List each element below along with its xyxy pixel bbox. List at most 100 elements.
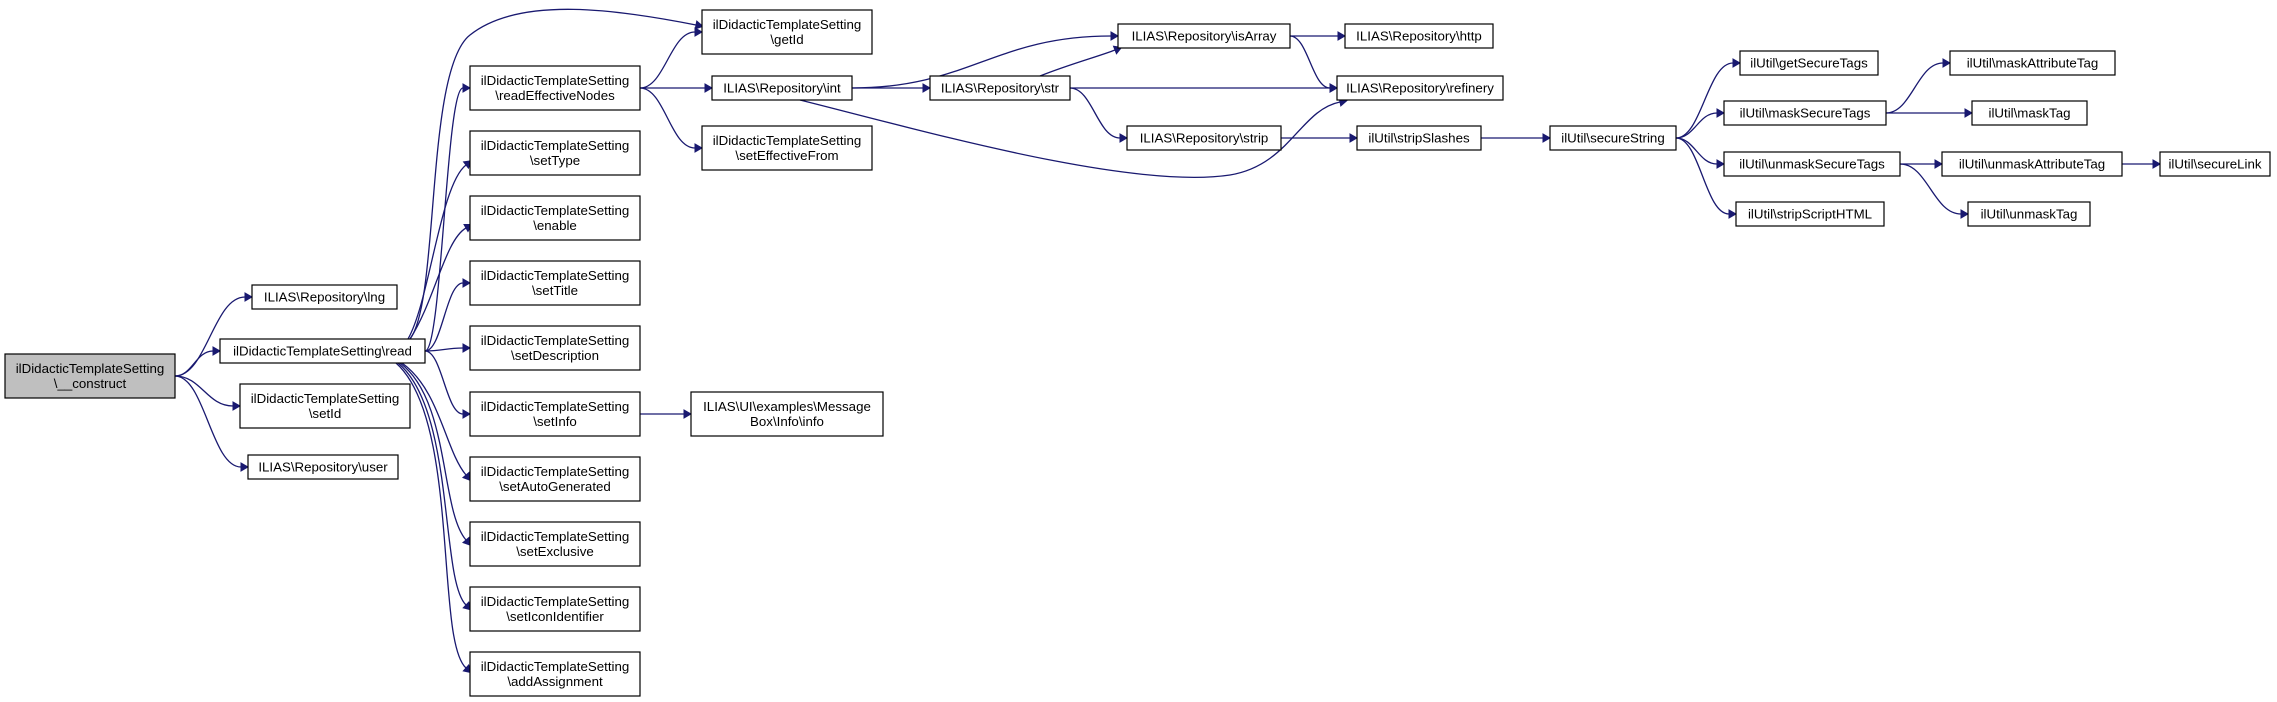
node-label: \setType bbox=[530, 153, 580, 168]
node-unmaskTag[interactable]: ilUtil\unmaskTag bbox=[1967, 201, 2091, 227]
node-label: ilUtil\maskTag bbox=[1988, 106, 2070, 121]
node-label: \__construct bbox=[54, 376, 127, 391]
node-label: ilUtil\unmaskAttributeTag bbox=[1959, 157, 2105, 172]
edge-unmaskSecureTags-to-unmaskTag bbox=[1899, 163, 1970, 219]
node-lng[interactable]: ILIAS\Repository\lng bbox=[251, 284, 398, 310]
arrowhead-icon bbox=[694, 27, 704, 37]
node-box bbox=[1549, 125, 1677, 151]
edge-line bbox=[1899, 163, 1962, 215]
node-setType[interactable]: ilDidacticTemplateSetting\setType bbox=[469, 130, 641, 176]
node-getSecureTags[interactable]: ilUtil\getSecureTags bbox=[1739, 50, 1879, 76]
edges-layer bbox=[174, 8, 2162, 674]
node-setIconIdentifier[interactable]: ilDidacticTemplateSetting\setIconIdentif… bbox=[469, 586, 641, 632]
arrowhead-icon bbox=[240, 462, 250, 472]
edge-line bbox=[174, 350, 214, 377]
edge-line bbox=[424, 350, 464, 415]
arrowhead-icon bbox=[462, 83, 472, 93]
node-isArray[interactable]: ILIAS\Repository\isArray bbox=[1117, 23, 1291, 49]
node-label: ilUtil\unmaskTag bbox=[1981, 207, 2078, 222]
node-label: ilDidacticTemplateSetting bbox=[481, 203, 630, 218]
edge-line bbox=[851, 35, 1112, 89]
node-box bbox=[469, 260, 641, 306]
node-enable[interactable]: ilDidacticTemplateSetting\enable bbox=[469, 195, 641, 241]
node-unmaskAttributeTag[interactable]: ilUtil\unmaskAttributeTag bbox=[1941, 151, 2123, 177]
node-setEffectiveFrom[interactable]: ilDidacticTemplateSetting\setEffectiveFr… bbox=[701, 125, 873, 171]
node-box bbox=[929, 75, 1071, 101]
node-user[interactable]: ILIAS\Repository\user bbox=[247, 454, 399, 480]
arrowhead-icon bbox=[694, 143, 704, 153]
node-secureString[interactable]: ilUtil\secureString bbox=[1549, 125, 1677, 151]
node-label: ilDidacticTemplateSetting bbox=[251, 391, 400, 406]
node-setAutoGenerated[interactable]: ilDidacticTemplateSetting\setAutoGenerat… bbox=[469, 456, 641, 502]
edge-secureString-to-maskSecureTags bbox=[1675, 108, 1726, 139]
edge-line bbox=[424, 347, 464, 352]
node-maskTag[interactable]: ilUtil\maskTag bbox=[1971, 100, 2088, 126]
node-box bbox=[1356, 125, 1482, 151]
node-stripSlashes[interactable]: ilUtil\stripSlashes bbox=[1356, 125, 1482, 151]
arrowhead-icon bbox=[1110, 31, 1120, 41]
edge-setInfo-to-msgInfo bbox=[639, 409, 693, 419]
node-repoInt[interactable]: ILIAS\Repository\int bbox=[711, 75, 853, 101]
node-label: \getId bbox=[770, 32, 803, 47]
node-strip[interactable]: ILIAS\Repository\strip bbox=[1126, 125, 1282, 151]
node-unmaskSecureTags[interactable]: ilUtil\unmaskSecureTags bbox=[1723, 151, 1901, 177]
arrowhead-icon bbox=[244, 292, 254, 302]
node-readEffectiveNodes[interactable]: ilDidacticTemplateSetting\readEffectiveN… bbox=[469, 65, 641, 111]
arrowhead-icon bbox=[2152, 159, 2162, 169]
node-maskSecureTags[interactable]: ilUtil\maskSecureTags bbox=[1723, 100, 1887, 126]
node-label: ilDidacticTemplateSetting bbox=[481, 333, 630, 348]
edge-construct-to-setId bbox=[174, 375, 242, 411]
node-box bbox=[219, 338, 426, 364]
arrowhead-icon bbox=[462, 278, 472, 288]
node-label: ILIAS\Repository\user bbox=[258, 460, 388, 475]
edge-read-to-getId bbox=[409, 8, 704, 340]
node-refinery[interactable]: ILIAS\Repository\refinery bbox=[1336, 75, 1504, 101]
node-label: ilDidacticTemplateSetting bbox=[16, 361, 165, 376]
edge-line bbox=[407, 164, 467, 340]
edge-read-to-readEffectiveNodes bbox=[424, 83, 472, 352]
edge-unmaskAttributeTag-to-secureLink bbox=[2122, 159, 2162, 169]
edge-line bbox=[399, 362, 467, 541]
edge-line bbox=[1675, 112, 1718, 139]
edge-line bbox=[397, 362, 467, 606]
node-addAssignment[interactable]: ilDidacticTemplateSetting\addAssignment bbox=[469, 651, 641, 697]
node-box bbox=[1971, 100, 2088, 126]
edge-read-to-setType bbox=[407, 160, 473, 340]
arrowhead-icon bbox=[922, 83, 932, 93]
node-label: ILIAS\Repository\strip bbox=[1140, 131, 1269, 146]
node-label: ILIAS\Repository\http bbox=[1356, 29, 1482, 44]
edge-repoStr-to-strip bbox=[1069, 87, 1129, 143]
edge-read-to-setTitle bbox=[424, 278, 472, 352]
node-label: ilDidacticTemplateSetting bbox=[481, 73, 630, 88]
node-setDescription[interactable]: ilDidacticTemplateSetting\setDescription bbox=[469, 325, 641, 371]
node-repoStr[interactable]: ILIAS\Repository\str bbox=[929, 75, 1071, 101]
edge-repoStr-to-isArray bbox=[1039, 45, 1123, 77]
node-label: \enable bbox=[533, 218, 577, 233]
node-stripScriptHTML[interactable]: ilUtil\stripScriptHTML bbox=[1735, 201, 1885, 227]
node-setInfo[interactable]: ilDidacticTemplateSetting\setInfo bbox=[469, 391, 641, 437]
node-setExclusive[interactable]: ilDidacticTemplateSetting\setExclusive bbox=[469, 521, 641, 567]
node-label: ilDidacticTemplateSetting bbox=[481, 529, 630, 544]
edge-line bbox=[174, 375, 234, 407]
edge-line bbox=[1675, 62, 1734, 139]
node-box bbox=[247, 454, 399, 480]
node-label: ILIAS\Repository\isArray bbox=[1132, 29, 1277, 44]
arrowhead-icon bbox=[232, 401, 242, 411]
node-secureLink[interactable]: ilUtil\secureLink bbox=[2159, 151, 2271, 177]
node-http[interactable]: ILIAS\Repository\http bbox=[1344, 23, 1494, 49]
node-label: \setIconIdentifier bbox=[506, 609, 604, 624]
edge-line bbox=[799, 99, 1341, 178]
arrowhead-icon bbox=[1349, 133, 1359, 143]
node-setId[interactable]: ilDidacticTemplateSetting\setId bbox=[239, 383, 411, 429]
node-label: \setExclusive bbox=[516, 544, 594, 559]
node-getId[interactable]: ilDidacticTemplateSetting\getId bbox=[701, 9, 873, 55]
node-box bbox=[711, 75, 853, 101]
node-setTitle[interactable]: ilDidacticTemplateSetting\setTitle bbox=[469, 260, 641, 306]
node-read[interactable]: ilDidacticTemplateSetting\read bbox=[219, 338, 426, 364]
node-maskAttributeTag[interactable]: ilUtil\maskAttributeTag bbox=[1949, 50, 2116, 76]
edge-strip-to-stripSlashes bbox=[1281, 133, 1359, 143]
arrowhead-icon bbox=[694, 20, 704, 30]
node-box bbox=[469, 586, 641, 632]
